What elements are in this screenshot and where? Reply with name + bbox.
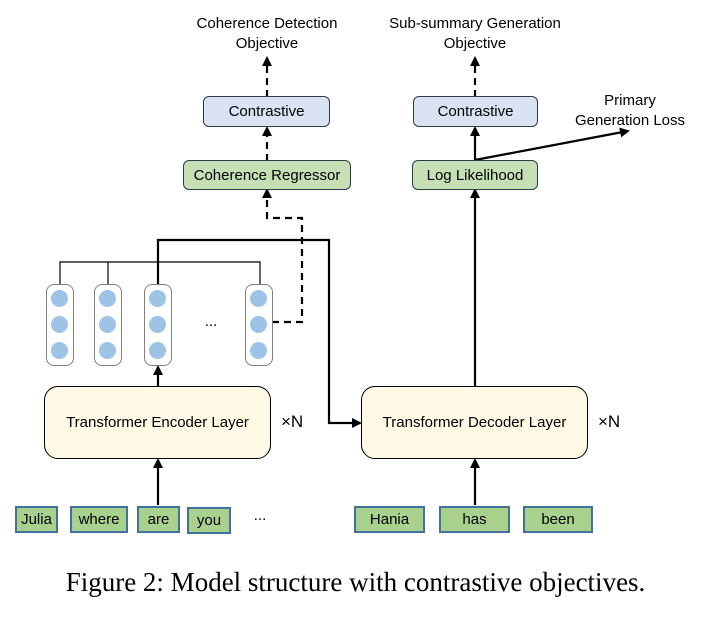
transformer-decoder-layer: Transformer Decoder Layer — [361, 386, 588, 459]
vector-dot — [51, 342, 68, 359]
contrastive-box-right: Contrastive — [413, 96, 538, 127]
vector-ellipsis: ... — [204, 313, 218, 330]
vector-dot — [149, 342, 166, 359]
contrastive-box-left: Contrastive — [203, 96, 330, 127]
vector-dot — [99, 290, 116, 307]
coherence-regressor-box: Coherence Regressor — [183, 160, 351, 190]
encoder-vector-3 — [144, 284, 172, 366]
subsummary-generation-objective: Sub-summary Generation Objective — [389, 15, 561, 52]
encoder-repeat-label: ×N — [281, 412, 304, 431]
figure-caption: Figure 2: Model structure with contrasti… — [65, 567, 646, 597]
encoder-token-julia: Julia — [15, 506, 58, 533]
transformer-encoder-layer: Transformer Encoder Layer — [44, 386, 271, 459]
vector-dot — [51, 316, 68, 333]
vector-dot — [149, 316, 166, 333]
encoder-vector-last — [245, 284, 273, 366]
log-likelihood-box: Log Likelihood — [412, 160, 538, 190]
encoder-vector-1 — [46, 284, 74, 366]
primary-generation-loss: Primary Generation Loss — [574, 92, 686, 129]
encoder-token-are: are — [137, 506, 180, 533]
encoder-token-ellipsis: ... — [253, 507, 267, 524]
decoder-token-been: been — [523, 506, 593, 533]
encoder-vector-2 — [94, 284, 122, 366]
vector-dot — [99, 342, 116, 359]
decoder-repeat-label: ×N — [598, 412, 621, 431]
decoder-token-hania: Hania — [354, 506, 425, 533]
coherence-detection-objective: Coherence Detection Objective — [196, 15, 338, 52]
decoder-token-has: has — [439, 506, 510, 533]
vector-dot — [250, 290, 267, 307]
encoder-token-you: you — [187, 507, 231, 534]
vector-dot — [250, 342, 267, 359]
vector-dot — [99, 316, 116, 333]
vector-dot — [250, 316, 267, 333]
vector-dot — [149, 290, 166, 307]
vector-dot — [51, 290, 68, 307]
encoder-token-where: where — [70, 506, 128, 533]
